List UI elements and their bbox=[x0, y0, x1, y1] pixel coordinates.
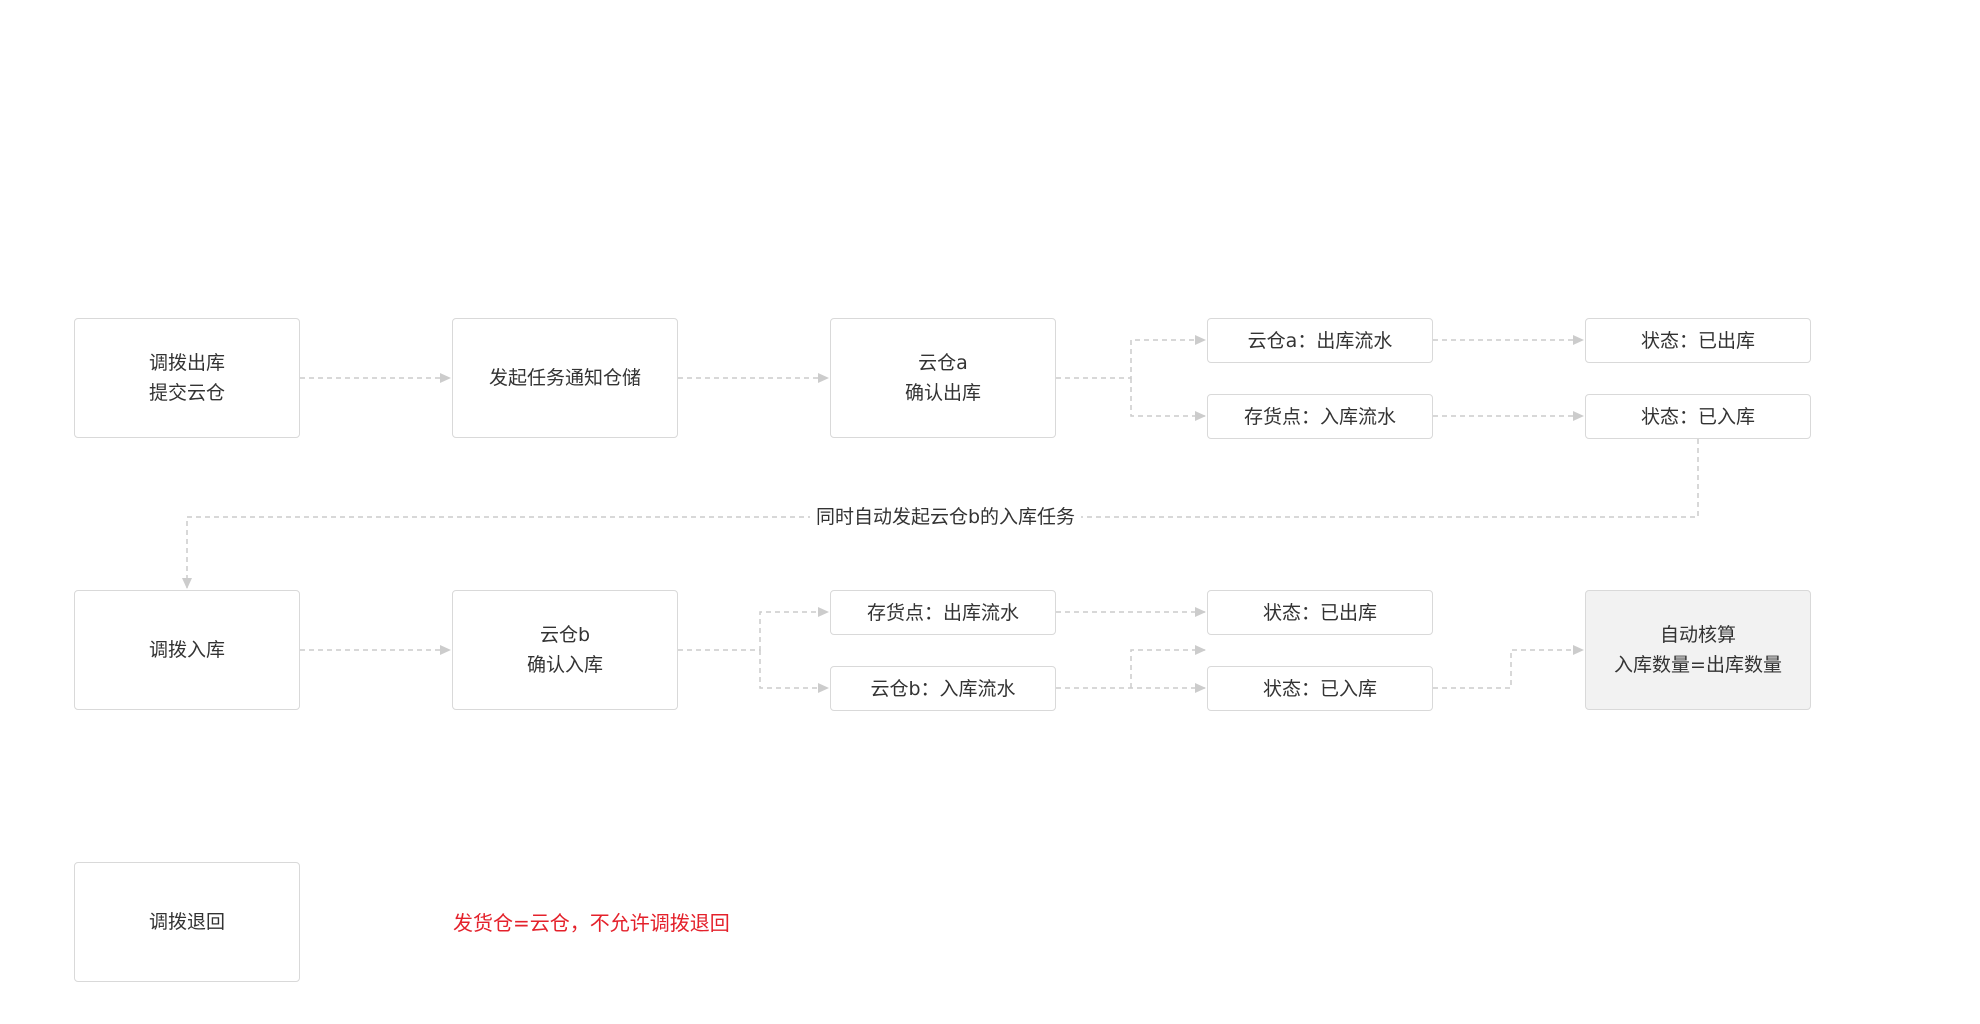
node-stock-point-outbound-flow[interactable]: 存货点：出库流水 bbox=[830, 590, 1056, 635]
node-stock-point-outbound-flow-label: 存货点：出库流水 bbox=[866, 601, 1019, 624]
node-notify-warehouse[interactable]: 发起任务通知仓储 bbox=[452, 318, 678, 438]
node-status-shipped-1[interactable]: 状态：已出库 bbox=[1585, 318, 1811, 363]
node-status-received-1[interactable]: 状态：已入库 bbox=[1585, 394, 1811, 439]
edge-label-auto-start-cloud-b: 同时自动发起云仓b的入库任务 bbox=[810, 503, 1082, 531]
connector-status-received-to-auto-reconcile bbox=[1433, 645, 1584, 689]
node-transfer-return[interactable]: 调拨退回 bbox=[74, 862, 300, 982]
node-auto-reconcile-line-2: 入库数量=出库数量 bbox=[1614, 654, 1782, 676]
node-cloud-b-confirm-line-1: 云仓b bbox=[539, 624, 591, 646]
node-auto-reconcile[interactable]: 自动核算 入库数量=出库数量 bbox=[1585, 590, 1811, 710]
node-transfer-out-line-1: 调拨出库 bbox=[148, 352, 225, 374]
connector-status-received-to-transfer-in bbox=[182, 439, 1699, 589]
connector-cloud-b-to-outbound-flow bbox=[678, 607, 829, 651]
node-auto-reconcile-line-1: 自动核算 bbox=[1659, 624, 1736, 646]
node-status-received-2-label: 状态：已入库 bbox=[1262, 677, 1377, 700]
node-transfer-out-line-2: 提交云仓 bbox=[148, 382, 225, 404]
node-cloud-b-inbound-flow-label: 云仓b：入库流水 bbox=[870, 677, 1016, 700]
node-stock-point-inbound-flow[interactable]: 存货点：入库流水 bbox=[1207, 394, 1433, 439]
node-cloud-a-confirm-line-2: 确认出库 bbox=[904, 382, 981, 404]
node-status-shipped-2[interactable]: 状态：已出库 bbox=[1207, 590, 1433, 635]
node-cloud-a-outbound-flow-label: 云仓a：出库流水 bbox=[1247, 329, 1393, 352]
connector-cloud-a-to-outbound-flow bbox=[1056, 335, 1206, 379]
node-transfer-return-label: 调拨退回 bbox=[148, 911, 225, 933]
node-cloud-b-confirm-line-2: 确认入库 bbox=[526, 654, 603, 676]
node-cloud-a-confirm-line-1: 云仓a bbox=[918, 352, 968, 374]
node-status-received-2[interactable]: 状态：已入库 bbox=[1207, 666, 1433, 711]
node-stock-point-inbound-flow-label: 存货点：入库流水 bbox=[1243, 405, 1396, 428]
return-not-allowed-note: 发货仓=云仓，不允许调拨退回 bbox=[453, 911, 730, 935]
node-transfer-in[interactable]: 调拨入库 bbox=[74, 590, 300, 710]
node-cloud-a-outbound-flow[interactable]: 云仓a：出库流水 bbox=[1207, 318, 1433, 363]
node-cloud-a-confirm[interactable]: 云仓a 确认出库 bbox=[830, 318, 1056, 438]
connector-cloud-b-to-inbound-flow bbox=[759, 650, 829, 693]
node-status-shipped-2-label: 状态：已出库 bbox=[1262, 601, 1377, 624]
connector-cloud-a-to-inbound-flow bbox=[1130, 378, 1206, 421]
node-transfer-out[interactable]: 调拨出库 提交云仓 bbox=[74, 318, 300, 438]
node-transfer-in-label: 调拨入库 bbox=[148, 639, 225, 661]
node-notify-warehouse-label: 发起任务通知仓储 bbox=[488, 367, 641, 389]
connector-inbound-flow-to-midpoint bbox=[1130, 645, 1206, 688]
node-cloud-b-inbound-flow[interactable]: 云仓b：入库流水 bbox=[830, 666, 1056, 711]
node-status-shipped-1-label: 状态：已出库 bbox=[1640, 329, 1755, 352]
node-cloud-b-confirm[interactable]: 云仓b 确认入库 bbox=[452, 590, 678, 710]
node-status-received-1-label: 状态：已入库 bbox=[1640, 405, 1755, 428]
